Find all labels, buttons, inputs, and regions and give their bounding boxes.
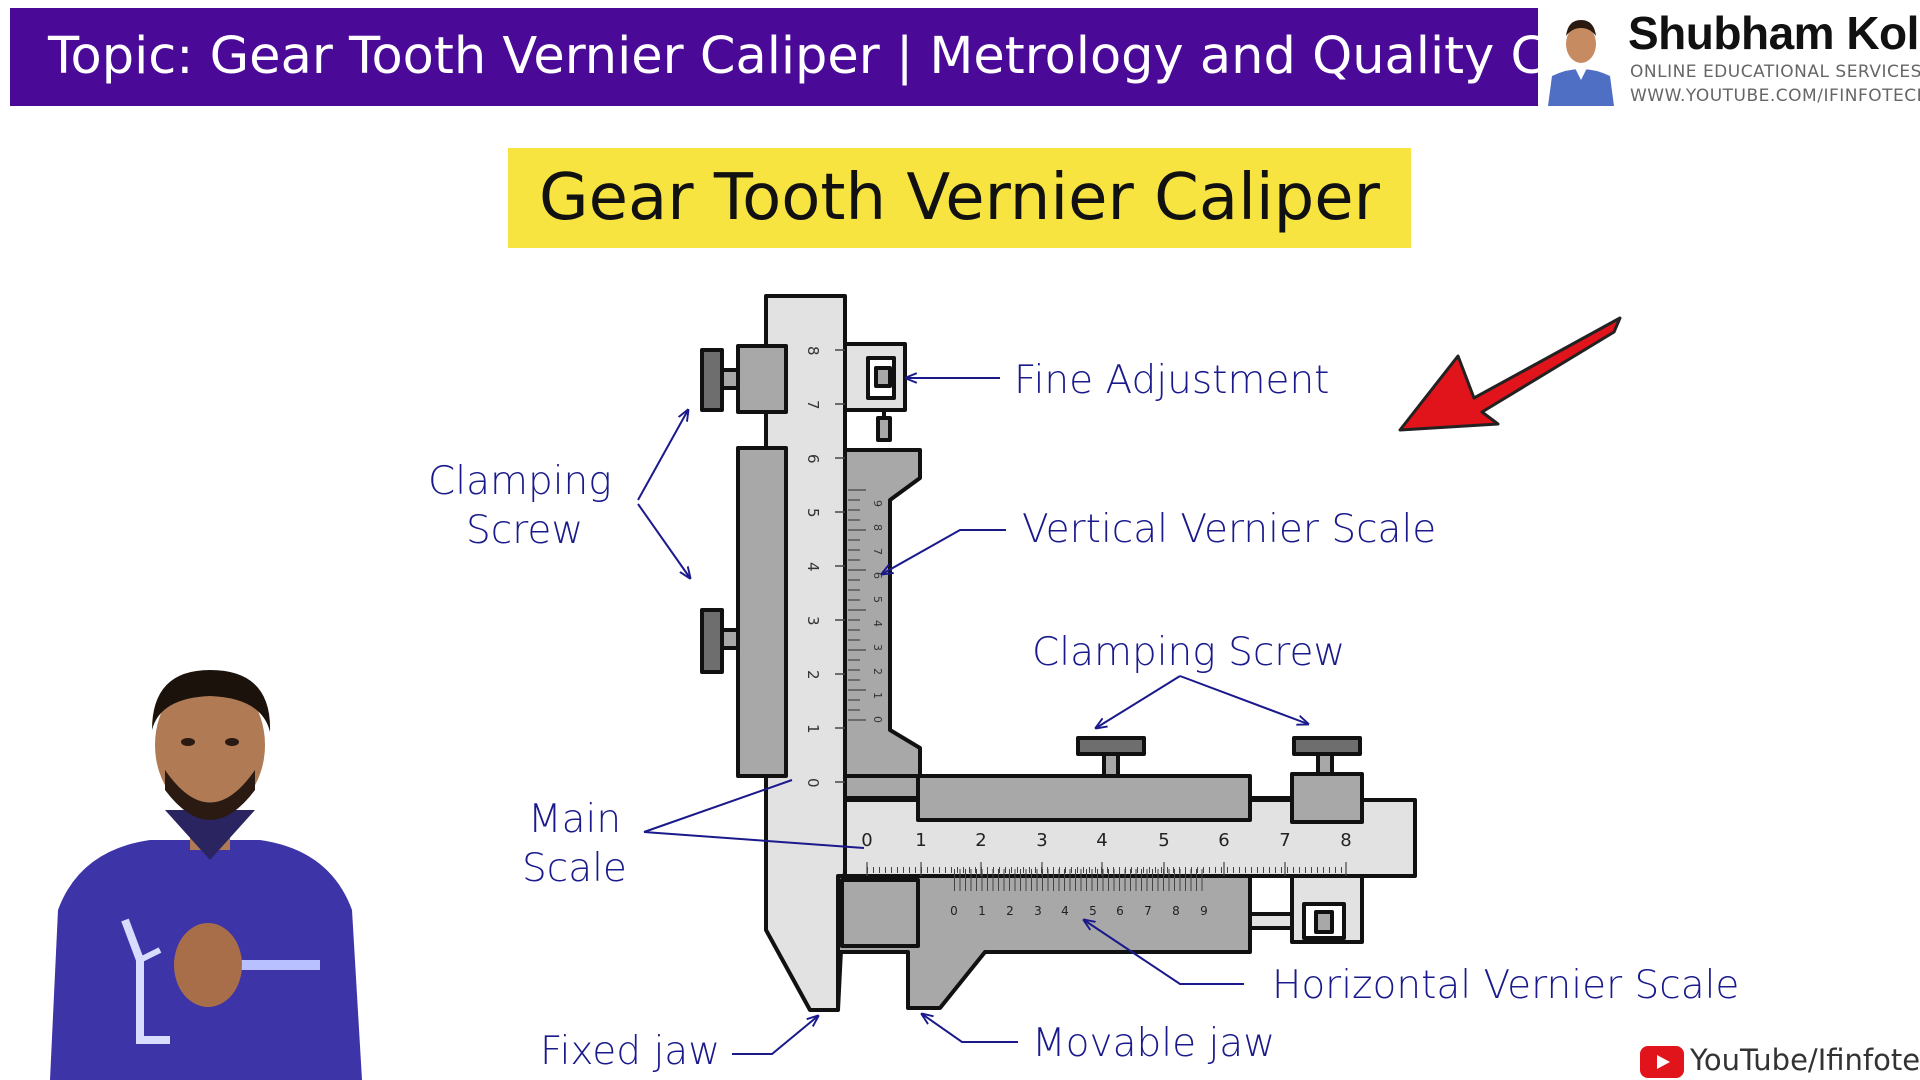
leader-clamp-right-1 — [1096, 675, 1181, 728]
v-scale-7: 7 — [804, 400, 822, 410]
leader-main-scale-2 — [643, 831, 865, 849]
hv-5: 5 — [1089, 904, 1097, 918]
upper-clamp-stem — [720, 368, 740, 390]
title-banner: Gear Tooth Vernier Caliper — [508, 148, 1411, 248]
h-scale-2: 2 — [975, 830, 986, 851]
v-scale-4: 4 — [804, 562, 822, 572]
vv-7: 7 — [871, 548, 884, 555]
brand-tagline: ONLINE EDUCATIONAL SERVICES — [1630, 62, 1920, 82]
banner-title: Gear Tooth Vernier Caliper — [539, 161, 1380, 235]
label-clamping-screw-left-2: Screw — [466, 508, 583, 553]
lower-clamp-knob — [700, 608, 724, 674]
brand-name: Shubham Kola — [1628, 7, 1920, 59]
v-scale-8: 8 — [804, 346, 822, 356]
v-scale-5: 5 — [804, 508, 822, 518]
leader-movable-jaw — [922, 1014, 1018, 1043]
vertical-main-scale — [835, 349, 845, 783]
v-scale-0: 0 — [804, 778, 822, 788]
leader-main-scale-1 — [643, 779, 793, 833]
youtube-logo-icon — [1640, 1046, 1684, 1078]
right-block — [1290, 772, 1364, 824]
top-screw-1 — [1076, 736, 1146, 756]
h-scale-7: 7 — [1279, 830, 1290, 851]
h-scale-6: 6 — [1218, 830, 1229, 851]
hv-4: 4 — [1061, 904, 1069, 918]
brand-avatar — [1544, 6, 1618, 106]
horizontal-vernier-body — [836, 874, 1252, 1010]
hv-0: 0 — [950, 904, 958, 918]
leader-clamping-lower — [637, 503, 690, 578]
hv-7: 7 — [1144, 904, 1152, 918]
leader-horizontal-vernier — [1084, 920, 1244, 985]
leader-clamp-right-2 — [1179, 675, 1308, 724]
h-scale-0: 0 — [861, 830, 872, 851]
h-scale-4: 4 — [1096, 830, 1107, 851]
leader-clamping-upper — [637, 410, 688, 501]
topic-title: Topic: Gear Tooth Vernier Caliper | Metr… — [48, 27, 1695, 86]
v-scale-2: 2 — [804, 670, 822, 680]
label-horizontal-vernier: Horizontal Vernier Scale — [1272, 963, 1739, 1008]
vv-0: 0 — [871, 716, 884, 723]
label-clamping-screw-left-1: Clamping — [428, 459, 612, 504]
topic-bar: Topic: Gear Tooth Vernier Caliper | Metr… — [10, 8, 1695, 106]
top-clamp-bar — [916, 774, 1252, 822]
upper-clamp-knob — [700, 348, 724, 412]
left-slider — [736, 446, 788, 778]
youtube-channel-text: YouTube/Ifinfotech — [1690, 1043, 1920, 1077]
v-scale-1: 1 — [804, 724, 822, 734]
vv-5: 5 — [871, 596, 884, 603]
vv-3: 3 — [871, 644, 884, 651]
vv-6: 6 — [871, 572, 884, 579]
leader-fixed-jaw — [732, 1016, 818, 1055]
vv-4: 4 — [871, 620, 884, 627]
vv-2: 2 — [871, 668, 884, 675]
h-scale-8: 8 — [1340, 830, 1351, 851]
vertical-vernier-ticks — [848, 489, 866, 721]
vv-9: 9 — [871, 500, 884, 507]
lower-clamp-stem — [720, 628, 740, 650]
vv-1: 1 — [871, 692, 884, 699]
label-movable-jaw: Movable jaw — [1032, 1021, 1275, 1066]
v-scale-6: 6 — [804, 454, 822, 464]
upper-clamp-block — [736, 344, 788, 414]
hv-3: 3 — [1034, 904, 1042, 918]
hv-1: 1 — [978, 904, 986, 918]
vv-8: 8 — [871, 524, 884, 531]
label-clamping-screw-right: Clamping Screw — [1032, 630, 1345, 675]
presenter-video — [50, 670, 362, 1080]
label-main-scale-2: Scale — [522, 846, 627, 891]
v-scale-3: 3 — [804, 616, 822, 626]
hv-8: 8 — [1172, 904, 1180, 918]
h-scale-5: 5 — [1158, 830, 1169, 851]
h-scale-1: 1 — [915, 830, 926, 851]
label-fine-adjustment: Fine Adjustment — [1014, 358, 1329, 403]
hv-2: 2 — [1006, 904, 1014, 918]
hv-6: 6 — [1116, 904, 1124, 918]
red-pointer-arrow-icon — [1398, 316, 1622, 432]
label-main-scale-1: Main — [528, 797, 621, 842]
hv-9: 9 — [1200, 904, 1208, 918]
leader-vertical-vernier — [882, 529, 1006, 574]
h-scale-3: 3 — [1036, 830, 1047, 851]
label-fixed-jaw: Fixed jaw — [540, 1029, 720, 1074]
label-vertical-vernier: Vertical Vernier Scale — [1022, 507, 1436, 552]
top-screw-2 — [1292, 736, 1362, 756]
brand-url: WWW.YOUTUBE.COM/IFINFOTECH — [1630, 86, 1920, 106]
